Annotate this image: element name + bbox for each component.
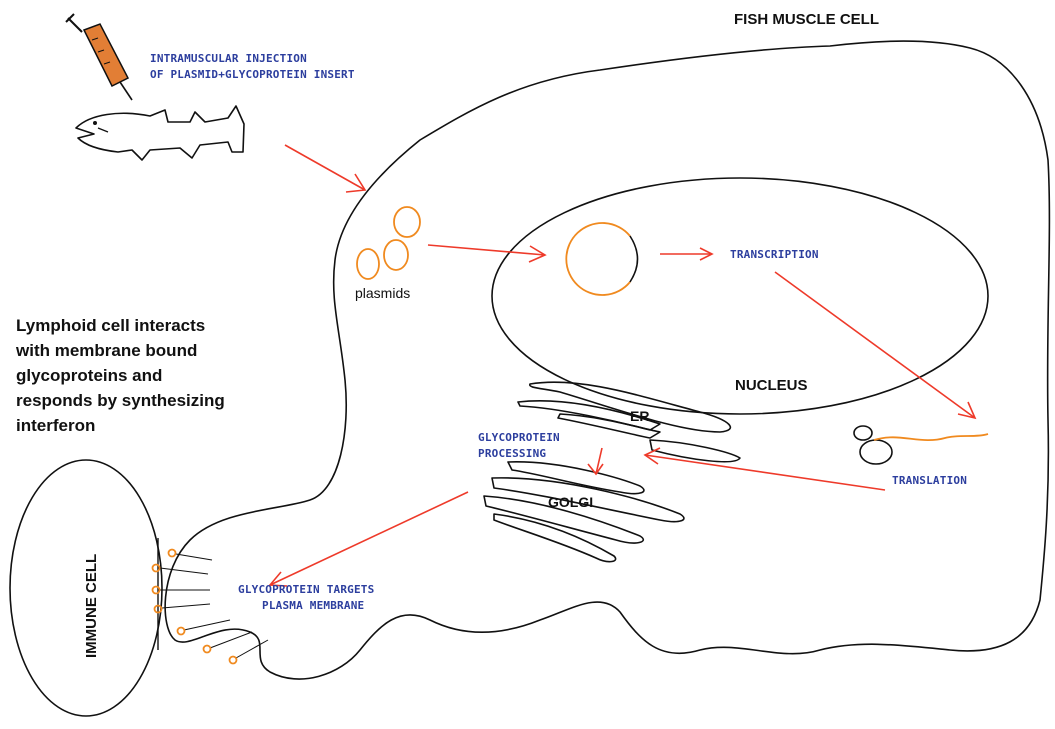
arrow-translation-to-er: [645, 448, 885, 490]
fish-icon: [76, 106, 244, 160]
arrow-transcription-to-translation: [775, 272, 975, 418]
nucleus-label: NUCLEUS: [735, 377, 808, 394]
mrna-strand: [874, 434, 988, 440]
immune-cell-label: IMMUNE CELL: [83, 554, 100, 658]
ribosome-large: [860, 440, 892, 464]
nuclear-plasmid: [566, 223, 630, 295]
arrow-to-transcription: [660, 248, 712, 260]
arrow-plasmid-to-nucleus: [428, 245, 545, 262]
lymphoid-text-line1: Lymphoid cell interacts: [16, 316, 205, 335]
glyco-targets-line2: PLASMA MEMBRANE: [262, 599, 364, 612]
plasmid: [357, 249, 379, 279]
lymphoid-text-line5: interferon: [16, 416, 95, 435]
membrane-glycoproteins: [153, 538, 269, 664]
er-label: ER: [630, 408, 649, 424]
golgi-apparatus: [484, 462, 684, 562]
lymphoid-text-line4: responds by synthesizing: [16, 391, 225, 410]
syringe-icon: [66, 14, 132, 100]
arrow-er-to-golgi: [588, 448, 603, 474]
glyco-targets-line1: GLYCOPROTEIN TARGETS: [238, 583, 374, 596]
glyco-processing-line1: GLYCOPROTEIN: [478, 431, 560, 444]
translation-label: TRANSLATION: [892, 474, 967, 487]
injection-label-line1: INTRAMUSCULAR INJECTION: [150, 52, 307, 65]
glyco-processing-line2: PROCESSING: [478, 447, 546, 460]
endoplasmic-reticulum: [518, 382, 740, 462]
lymphoid-text-line2: with membrane bound: [15, 341, 197, 360]
golgi-label: GOLGI: [548, 494, 593, 510]
arrow-injection-to-cell: [285, 145, 365, 192]
transcription-label: TRANSCRIPTION: [730, 248, 819, 261]
plasmids-label: plasmids: [355, 285, 410, 301]
lymphoid-text-line3: glycoproteins and: [16, 366, 162, 385]
plasmid: [394, 207, 420, 237]
ribosome-small: [854, 426, 872, 440]
plasmid: [384, 240, 408, 270]
fish-muscle-cell-label: FISH MUSCLE CELL: [734, 11, 879, 28]
injection-label-line2: OF PLASMID+GLYCOPROTEIN INSERT: [150, 68, 355, 81]
arrow-golgi-to-membrane: [270, 492, 468, 586]
